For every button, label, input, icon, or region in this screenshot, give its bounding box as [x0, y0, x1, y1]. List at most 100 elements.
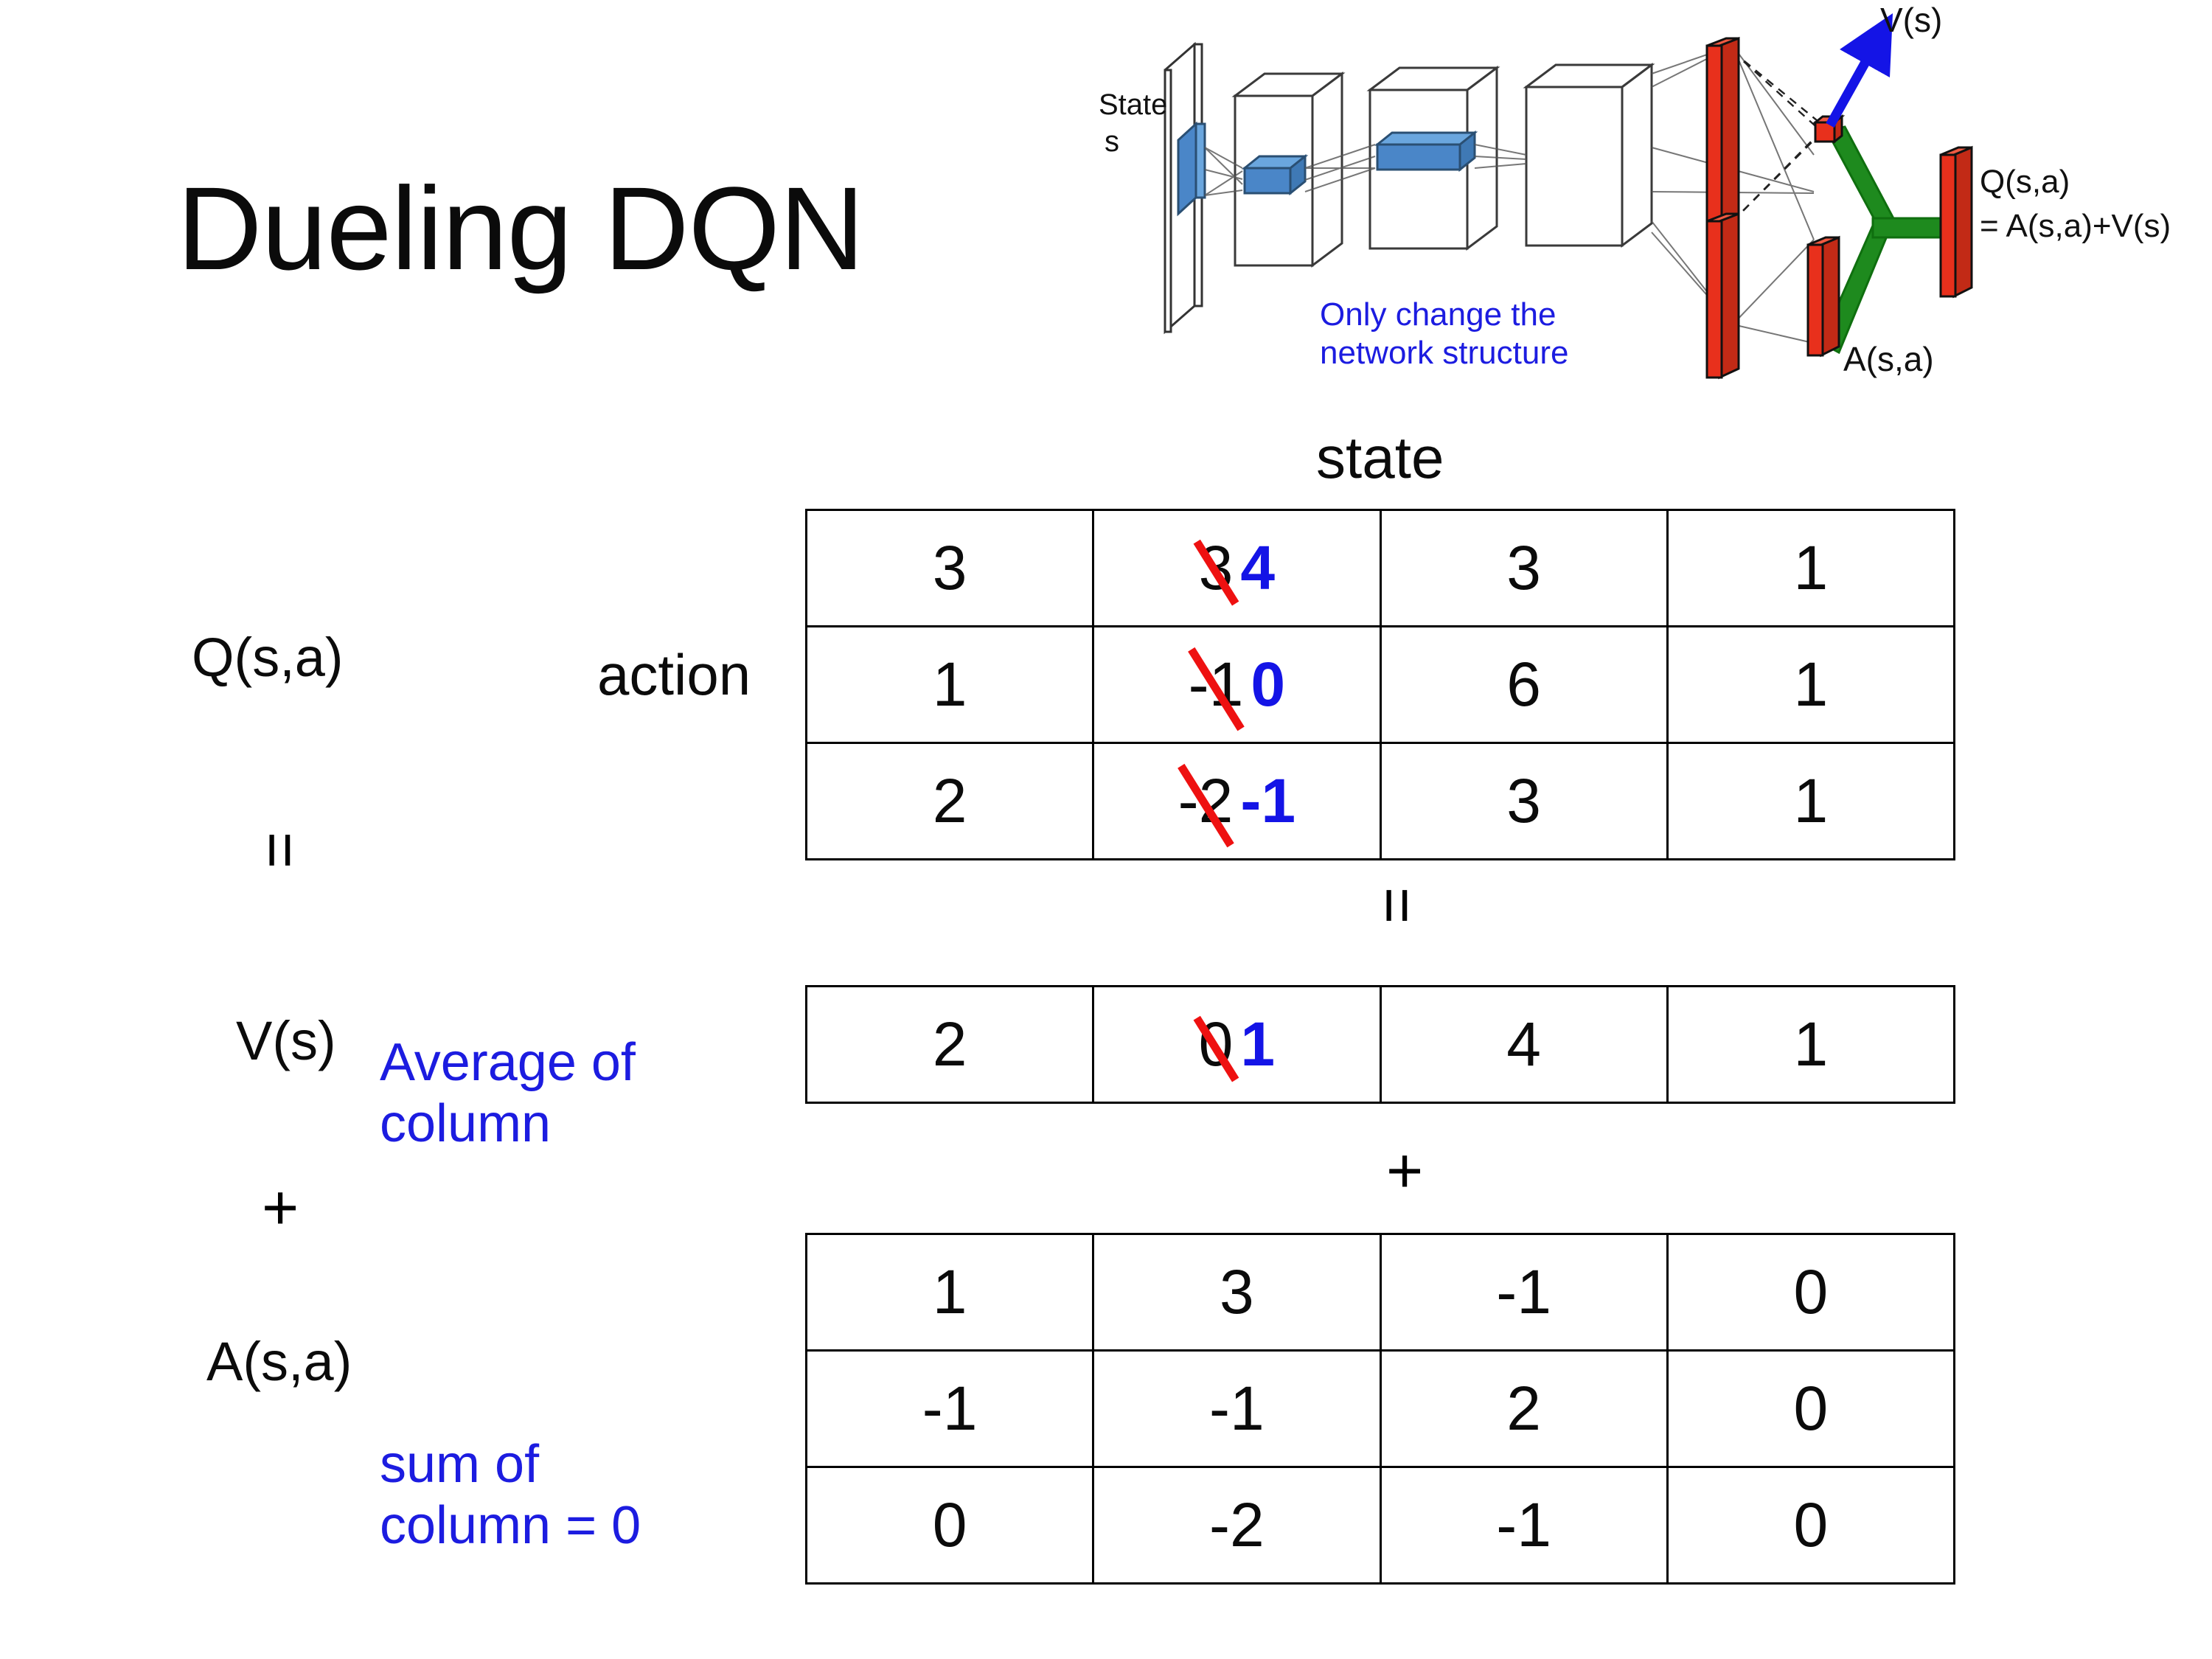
- sum-of-column-note: sum of column = 0: [380, 1434, 763, 1557]
- conv-block-1-feature-icon: [1241, 153, 1309, 196]
- plus-operator-left: +: [262, 1172, 299, 1243]
- cell-value: 0: [1793, 1374, 1829, 1443]
- equals-operator-middle: =: [1362, 886, 1433, 925]
- average-of-column-note: Average of column: [380, 1032, 726, 1155]
- conv-block-2-feature-icon: [1374, 130, 1478, 173]
- table-cell: 1: [1666, 985, 1956, 1104]
- revised-value: 4: [1240, 533, 1276, 602]
- table-cell: -1: [1092, 1349, 1382, 1468]
- cell-value: -1: [1496, 1257, 1551, 1326]
- revised-value: -1: [1240, 766, 1296, 835]
- advantage-output-bar-icon: [1806, 235, 1840, 358]
- cell-content: 2: [1382, 1352, 1666, 1466]
- cell-content: 0: [1669, 1468, 1953, 1582]
- cell-content: -1: [1094, 1352, 1379, 1466]
- cell-value: 1: [1793, 1009, 1829, 1079]
- struck-out-value: -2: [1178, 766, 1234, 835]
- state-axis-label: state: [1316, 425, 1444, 490]
- struck-out-value: 3: [1198, 533, 1234, 602]
- page-title: Dueling DQN: [177, 162, 865, 294]
- table-cell: -2-1: [1092, 742, 1382, 860]
- cell-content: -1: [807, 1352, 1092, 1466]
- cell-content: -2-1: [1094, 744, 1379, 858]
- table-row: 0 -2 -1 0: [804, 1466, 1956, 1585]
- table-cell: 1: [1666, 625, 1956, 744]
- cell-value: 4: [1506, 1009, 1541, 1079]
- revised-value: 0: [1251, 650, 1286, 719]
- v-function-label: V(s): [236, 1010, 336, 1071]
- diagram-value-label: V(s): [1880, 1, 1943, 39]
- receptive-field-icon: [1177, 121, 1206, 217]
- cell-content: -2: [1094, 1468, 1379, 1582]
- struck-out-value: -1: [1188, 650, 1244, 719]
- cell-value: 3: [932, 533, 967, 602]
- cell-value: -1: [1209, 1374, 1265, 1443]
- connection-lines: [1204, 45, 1829, 347]
- cell-content: 1: [1669, 987, 1953, 1102]
- diagram-input-label-line2: s: [1105, 125, 1119, 158]
- cell-value: 1: [1793, 533, 1829, 602]
- cell-value: -1: [1496, 1490, 1551, 1559]
- average-note-line1: Average of: [380, 1033, 636, 1092]
- cell-content: 1: [1669, 744, 1953, 858]
- cell-content: -1: [1382, 1468, 1666, 1582]
- plus-operator-middle: +: [1386, 1135, 1424, 1206]
- table-cell: 0: [1666, 1233, 1956, 1352]
- table-cell: 2: [804, 742, 1095, 860]
- table-cell: 6: [1379, 625, 1669, 744]
- struck-out-value: 0: [1198, 1009, 1234, 1079]
- table-cell: 0: [1666, 1466, 1956, 1585]
- cell-content: 4: [1382, 987, 1666, 1102]
- value-hidden-bar-icon: [1705, 36, 1740, 223]
- cell-content: 2: [807, 987, 1092, 1102]
- conv-block-3-icon: [1523, 63, 1655, 248]
- cell-value: 1: [932, 650, 967, 719]
- cell-value: 1: [932, 1257, 967, 1326]
- cell-value: -1: [922, 1374, 978, 1443]
- revised-value: 1: [1240, 1009, 1276, 1079]
- equals-operator-left: =: [245, 831, 316, 869]
- sum-note-line1: sum of: [380, 1435, 540, 1494]
- cell-content: 1: [1669, 511, 1953, 625]
- cell-value: 1: [1793, 650, 1829, 719]
- cell-value: 2: [932, 1009, 967, 1079]
- table-row: -1 -1 2 0: [804, 1349, 1956, 1468]
- cell-value: 0: [932, 1490, 967, 1559]
- value-arrow-icon: [1826, 13, 1893, 128]
- cell-value: 3: [1220, 1257, 1254, 1326]
- cell-content: 1: [807, 627, 1092, 742]
- sum-note-line2: column = 0: [380, 1495, 641, 1555]
- diagram-output-label-line1: Q(s,a): [1980, 164, 2070, 200]
- cell-content: 1: [807, 1235, 1092, 1349]
- cell-value: 1: [1793, 766, 1829, 835]
- cell-content: 1: [1669, 627, 1953, 742]
- table-cell: -1: [1379, 1233, 1669, 1352]
- diagram-input-label-line1: State: [1099, 88, 1168, 121]
- advantage-hidden-bar-icon: [1705, 212, 1740, 380]
- dueling-network-diagram: State s Only change the network structur…: [1084, 0, 2212, 413]
- cell-content: 0: [1669, 1235, 1953, 1349]
- table-cell: 3: [804, 509, 1095, 627]
- q-function-label: Q(s,a): [192, 627, 344, 688]
- action-axis-label: action: [597, 642, 751, 707]
- diagram-output-label-line2: = A(s,a)+V(s): [1980, 208, 2171, 244]
- cell-content: 3: [1382, 744, 1666, 858]
- cell-content: 3: [1094, 1235, 1379, 1349]
- table-cell: 4: [1379, 985, 1669, 1104]
- table-cell: 1: [1666, 742, 1956, 860]
- table-row: 1 3 -1 0: [804, 1233, 1956, 1352]
- cell-content: 2: [807, 744, 1092, 858]
- table-cell: 3: [1379, 509, 1669, 627]
- table-cell: -2: [1092, 1466, 1382, 1585]
- cell-content: 6: [1382, 627, 1666, 742]
